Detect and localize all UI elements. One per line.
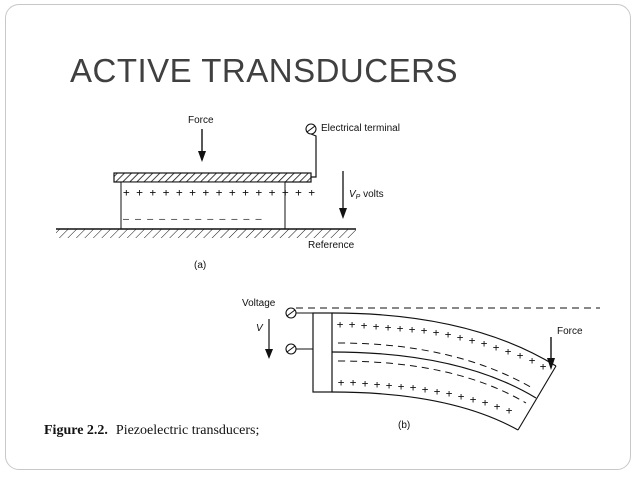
svg-text:+: + [458, 390, 465, 403]
svg-text:+: + [470, 393, 477, 406]
force-arrow-b-head [547, 358, 555, 370]
part-label-b: (b) [398, 420, 410, 431]
svg-text:+: + [373, 320, 380, 333]
top-electrode-plate [113, 172, 312, 183]
svg-text:+: + [494, 400, 501, 413]
svg-text:+: + [469, 334, 476, 347]
svg-text:+: + [398, 380, 405, 393]
svg-text:+: + [422, 383, 429, 396]
svg-text:+: + [517, 349, 524, 362]
v-arrow-head [265, 349, 273, 359]
bimorph-tip [517, 365, 557, 431]
bimorph-lower-dash [337, 360, 527, 404]
svg-text:+: + [493, 341, 500, 354]
svg-text:+: + [338, 376, 345, 389]
svg-text:+: + [361, 319, 368, 332]
svg-text:+: + [540, 360, 547, 373]
svg-text:+: + [350, 376, 357, 389]
svg-text:+: + [386, 379, 393, 392]
terminal-icon-slash [306, 125, 316, 133]
figure-b: Voltage V + + + + + + + + + + + + + + + + + + [242, 298, 600, 431]
plus-charges-b-upper: + + + + + + + + + + + + + + + + + + [337, 318, 547, 373]
svg-text:+: + [374, 378, 381, 391]
force-label-b: Force [557, 326, 583, 337]
bimorph-bottom-edge [331, 391, 519, 431]
svg-text:+: + [457, 331, 464, 344]
cantilever-clamp [312, 312, 333, 393]
v-symbol: V [256, 323, 264, 334]
terminal-label: Electrical terminal [321, 123, 400, 134]
figure-a: Force + + + + + + + + + + + + + + + — — … [56, 115, 400, 271]
svg-text:+: + [410, 381, 417, 394]
svg-text:+: + [362, 377, 369, 390]
svg-text:+: + [445, 328, 452, 341]
svg-text:+: + [385, 321, 392, 334]
minus-charges-a: — — — — — — — — — — — — [123, 214, 262, 225]
bimorph-top-edge [331, 312, 557, 367]
plus-charges-a: + + + + + + + + + + + + + + + [123, 186, 315, 199]
svg-text:+: + [337, 318, 344, 331]
terminal-bottom-slash [286, 345, 296, 353]
svg-text:+: + [506, 404, 513, 417]
slide-title: ACTIVE TRANSDUCERS [70, 52, 458, 89]
force-label-a: Force [188, 115, 214, 126]
reference-label: Reference [308, 240, 355, 251]
svg-text:+: + [446, 387, 453, 400]
terminal-top-slash [286, 309, 296, 317]
svg-text:+: + [421, 324, 428, 337]
svg-text:+: + [409, 323, 416, 336]
svg-text:+: + [505, 345, 512, 358]
svg-text:+: + [349, 318, 356, 331]
vp-arrow-head [339, 208, 347, 219]
svg-text:+: + [481, 337, 488, 350]
vp-label: VP volts [349, 189, 384, 201]
svg-text:+: + [433, 326, 440, 339]
force-arrow-a-head [198, 151, 206, 162]
svg-text:+: + [482, 396, 489, 409]
ground-hatching [56, 229, 356, 238]
terminal-wire [310, 133, 317, 178]
figure-caption: Figure 2.2.Piezoelectric transducers; [44, 423, 259, 438]
bimorph-middle-edge [331, 351, 537, 399]
voltage-label: Voltage [242, 298, 276, 309]
plus-charges-b-lower: + + + + + + + + + + + + + + + [338, 376, 513, 417]
bimorph-upper-dash [337, 342, 535, 390]
svg-text:+: + [397, 322, 404, 335]
svg-text:+: + [529, 354, 536, 367]
svg-text:+: + [434, 385, 441, 398]
part-label-a: (a) [194, 260, 206, 271]
